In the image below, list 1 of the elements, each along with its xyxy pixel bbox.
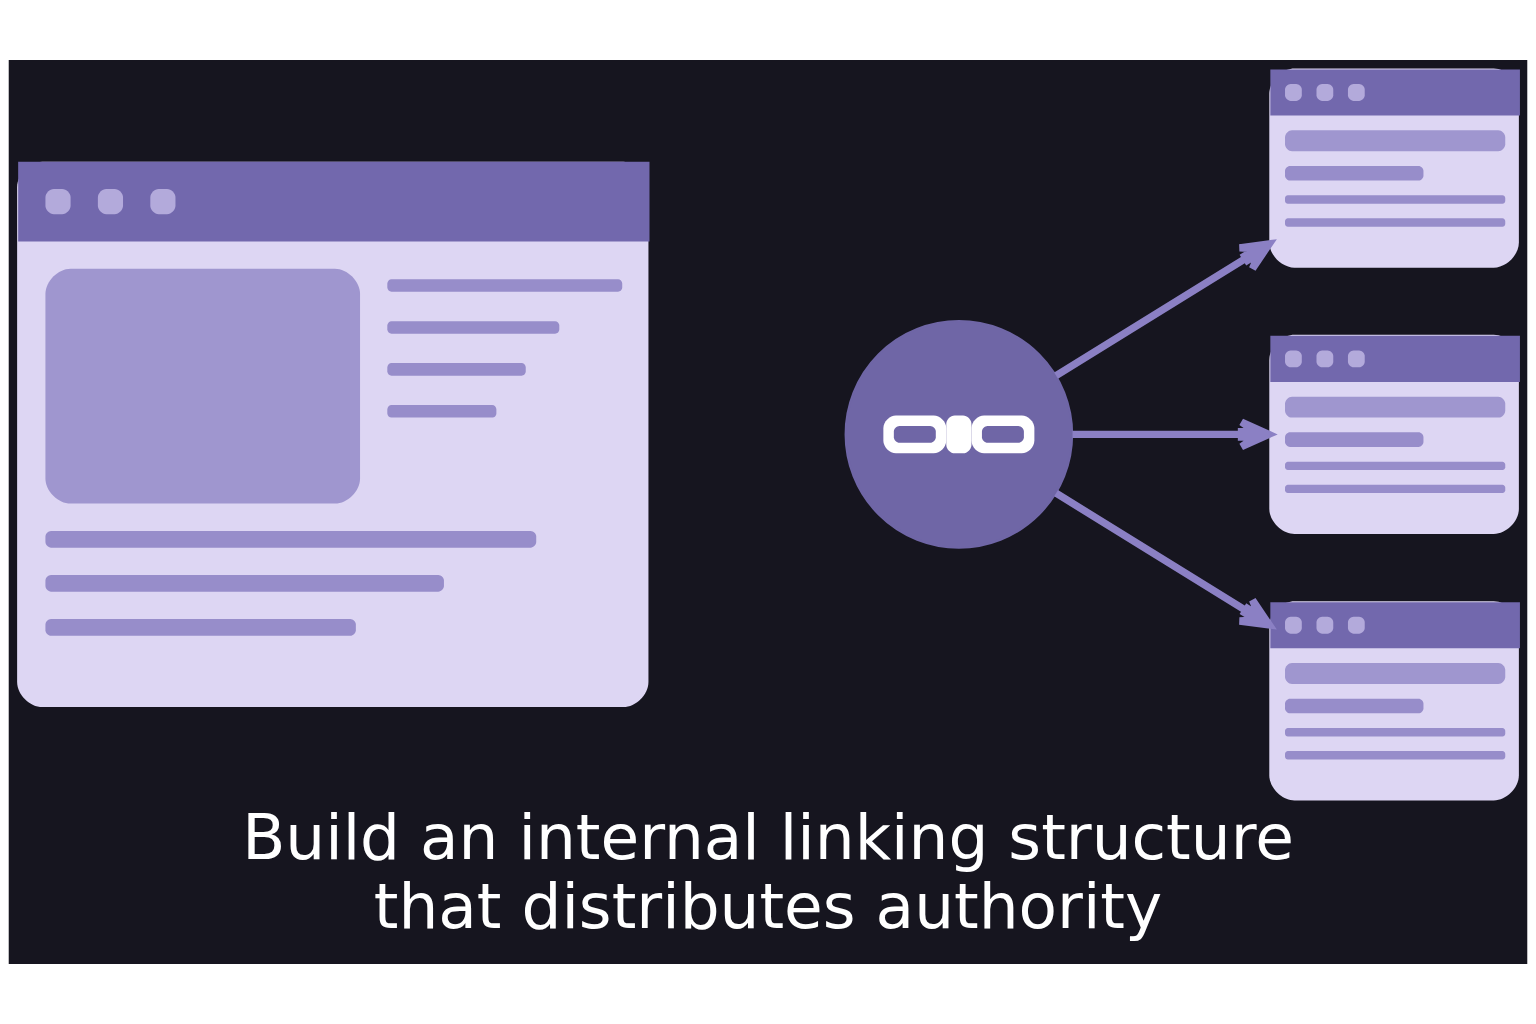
diagram-title: Build an internal linking structure that distributes authority xyxy=(242,801,1294,944)
